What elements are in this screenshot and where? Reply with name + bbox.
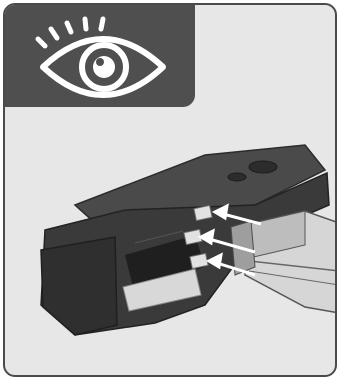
instruction-panel [3, 3, 337, 377]
device-insertion-diagram [5, 5, 337, 377]
